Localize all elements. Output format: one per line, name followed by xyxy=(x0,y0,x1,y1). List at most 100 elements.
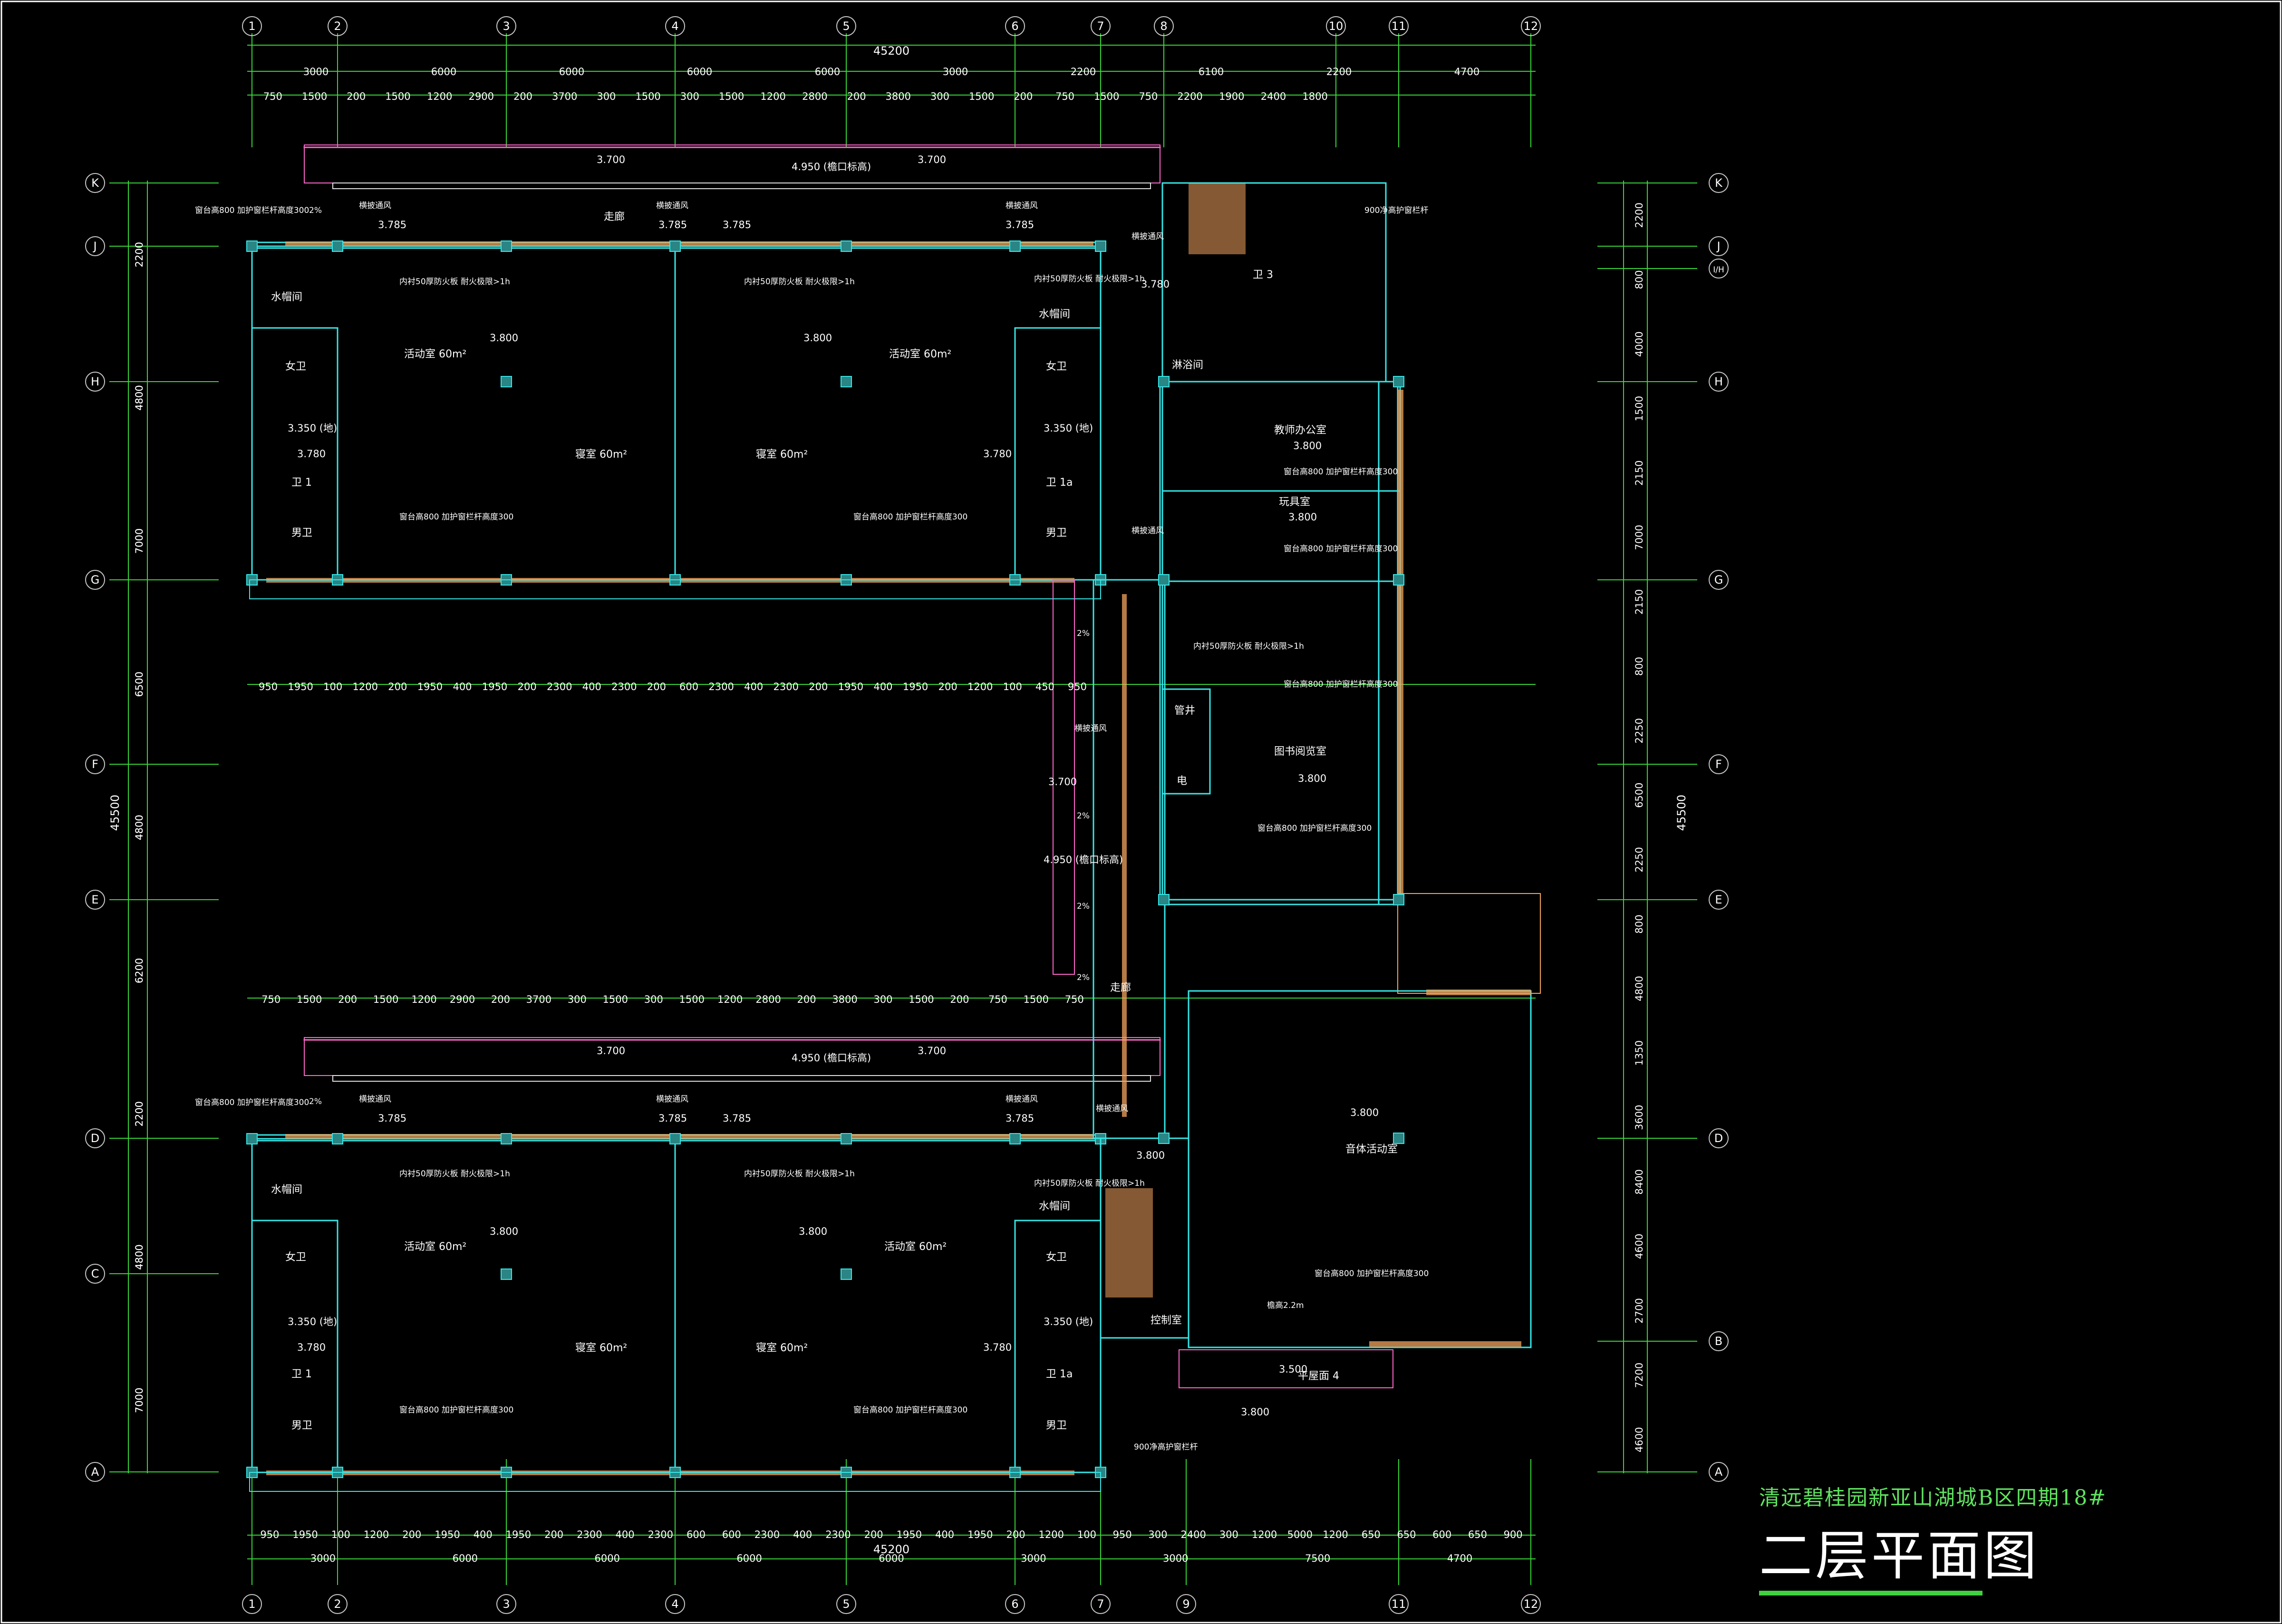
dim-lower-detail-16: 300 xyxy=(873,994,892,1005)
dim-mid-detail-5: 1950 xyxy=(417,681,443,692)
dim-bottom-detail-7: 1950 xyxy=(506,1529,531,1540)
col-n-lower-2 xyxy=(501,1133,512,1144)
axis-bottom-7-circle xyxy=(1091,1594,1111,1614)
col-n-upper-1 xyxy=(332,240,343,252)
room-water-4: 水帽间 xyxy=(1039,1201,1070,1212)
dim-mid-detail-10: 400 xyxy=(582,681,601,692)
level-3800-c: 3.800 xyxy=(1293,440,1322,452)
axis-right-A-circle xyxy=(1709,1462,1729,1482)
level-3780-b: 3.780 xyxy=(297,448,326,460)
axis-top-8-label: 8 xyxy=(1160,19,1167,33)
dim-mid-detail-12: 200 xyxy=(647,681,666,692)
dim-right-bay-8: 2250 xyxy=(1634,718,1645,743)
col-east-1-1 xyxy=(1393,574,1404,586)
note-vent-6: 横披通风 xyxy=(1074,724,1107,733)
dim-mid-detail-8: 200 xyxy=(518,681,537,692)
dim-bottom-detail-9: 2300 xyxy=(577,1529,602,1540)
dim-mid-detail-25: 950 xyxy=(1068,681,1087,692)
dim-right-bay-19: 4600 xyxy=(1634,1427,1645,1452)
dim-mid-detail-2: 100 xyxy=(323,681,342,692)
axis-right-I/H-circle xyxy=(1709,259,1729,279)
axis-top-7-circle xyxy=(1091,16,1111,36)
title-block: 清远碧桂园新亚山湖城B区四期18# 二层平面图 xyxy=(1759,1480,2107,1595)
dim-lower-detail-0: 750 xyxy=(261,994,280,1005)
dim-mid-detail-19: 400 xyxy=(873,681,892,692)
axis-right-K-circle xyxy=(1709,173,1729,193)
axis-left-A-circle xyxy=(85,1462,105,1482)
room-teacher-office: 教师办公室 xyxy=(1274,424,1326,436)
dim-top-detail-23: 1900 xyxy=(1219,91,1244,102)
room-control: 控制室 xyxy=(1151,1315,1182,1326)
annotations: 窗台高800 加护窗栏杆高度300 窗台高800 加护窗栏杆高度300 窗台高8… xyxy=(195,201,1429,1452)
dim-right-bay-0: 2200 xyxy=(1634,202,1645,228)
room-wc-1a-1: 卫 1a xyxy=(1046,477,1073,489)
note-sill-4: 窗台高800 加护窗栏杆高度300 xyxy=(1284,467,1398,477)
axis-right-B-label: B xyxy=(1715,1335,1722,1348)
col-n-lower-4 xyxy=(841,1133,852,1144)
building-structure xyxy=(246,144,1541,1492)
axis-right-F-label: F xyxy=(1715,758,1722,771)
axis-bottom-3-circle xyxy=(496,1594,516,1614)
room-bedroom-3: 寝室 60m² xyxy=(575,1342,627,1354)
note-rail-2: 900净高护窗栏杆 xyxy=(1134,1442,1198,1452)
axis-left-F-circle xyxy=(85,754,105,774)
dim-bottom-detail-10: 400 xyxy=(616,1529,635,1540)
axis-top-10-label: 10 xyxy=(1329,19,1344,33)
level-3785-b: 3.785 xyxy=(658,219,687,231)
dim-mid-detail-20: 1950 xyxy=(903,681,928,692)
room-toy: 玩具室 xyxy=(1279,496,1310,508)
dim-right-bay-6: 2150 xyxy=(1634,589,1645,615)
col-n-upper-0 xyxy=(246,240,258,252)
dim-top-bay-6: 2200 xyxy=(1071,66,1096,77)
note-sill-9: 窗台高800 加护窗栏杆高度300 xyxy=(399,1405,513,1415)
dim-bottom-detail-26: 2400 xyxy=(1180,1529,1206,1540)
link-corridor xyxy=(1093,579,1166,1139)
dim-top-detail-11: 1500 xyxy=(719,91,744,102)
dim-top-detail-18: 200 xyxy=(1014,91,1033,102)
dim-left-bay-0: 2200 xyxy=(134,242,145,267)
level-3700-d: 3.700 xyxy=(918,1045,946,1057)
axis-top-10-circle xyxy=(1326,16,1346,36)
window-ledge-upper xyxy=(249,579,1101,599)
dim-top-bay-5: 3000 xyxy=(943,66,968,77)
col-n-lower-3 xyxy=(669,1133,681,1144)
room-bedroom-2: 寝室 60m² xyxy=(756,449,808,461)
dim-right-bay-12: 4800 xyxy=(1634,976,1645,1001)
stair-top xyxy=(1189,183,1246,254)
dim-lower-detail-11: 1500 xyxy=(679,994,705,1005)
axis-bottom-2-label: 2 xyxy=(334,1597,341,1611)
dim-bottom-detail-27: 300 xyxy=(1219,1529,1238,1540)
dim-bottom-detail-5: 1950 xyxy=(435,1529,460,1540)
axis-left-H-circle xyxy=(85,372,105,392)
dim-top-detail-13: 2800 xyxy=(802,91,827,102)
axis-bottom-6-circle xyxy=(1005,1594,1025,1614)
dim-lower-detail-9: 1500 xyxy=(603,994,628,1005)
level-3780-a: 3.780 xyxy=(1141,279,1170,290)
room-activity-1: 活动室 60m² xyxy=(404,348,466,360)
dim-right-bay-9: 6500 xyxy=(1634,782,1645,807)
room-bedroom-1: 寝室 60m² xyxy=(575,449,627,461)
axis-top-3-label: 3 xyxy=(503,19,510,33)
room-wc-m-1: 男卫 xyxy=(291,527,312,539)
dim-top-bay-2: 6000 xyxy=(559,66,584,77)
room-wc-f-1: 女卫 xyxy=(285,361,306,373)
note-vent-5: 横披通风 xyxy=(1131,526,1164,536)
note-fire-7: 内衬50厚防火板 耐火极限>1h xyxy=(1034,1179,1145,1188)
room-activity-2: 活动室 60m² xyxy=(889,348,951,360)
dim-left-bay-5: 6200 xyxy=(134,958,145,983)
axis-top-8-circle xyxy=(1154,16,1174,36)
dim-bottom-detail-29: 5000 xyxy=(1287,1529,1313,1540)
note-fire-1: 内衬50厚防火板 耐火极限>1h xyxy=(399,277,510,287)
dim-right-bay-2: 4000 xyxy=(1634,331,1645,356)
dim-top-detail-20: 1500 xyxy=(1094,91,1119,102)
dim-left-bay-ghost-1: 4800 xyxy=(134,385,145,410)
dim-bottom-detail-14: 2300 xyxy=(754,1529,780,1540)
dim-top-detail-25: 1800 xyxy=(1302,91,1327,102)
col-mid-lower-0 xyxy=(501,1268,512,1280)
dim-mid-detail-22: 1200 xyxy=(967,681,993,692)
note-fire-4: 内衬50厚防火板 耐火极限>1h xyxy=(1193,642,1304,651)
dim-right-bay-10: 2250 xyxy=(1634,847,1645,872)
dim-bottom-detail-25: 300 xyxy=(1148,1529,1167,1540)
note-fire-3: 内衬50厚防火板 耐火极限>1h xyxy=(1034,274,1145,284)
dim-bottom-detail-23: 100 xyxy=(1077,1529,1096,1540)
